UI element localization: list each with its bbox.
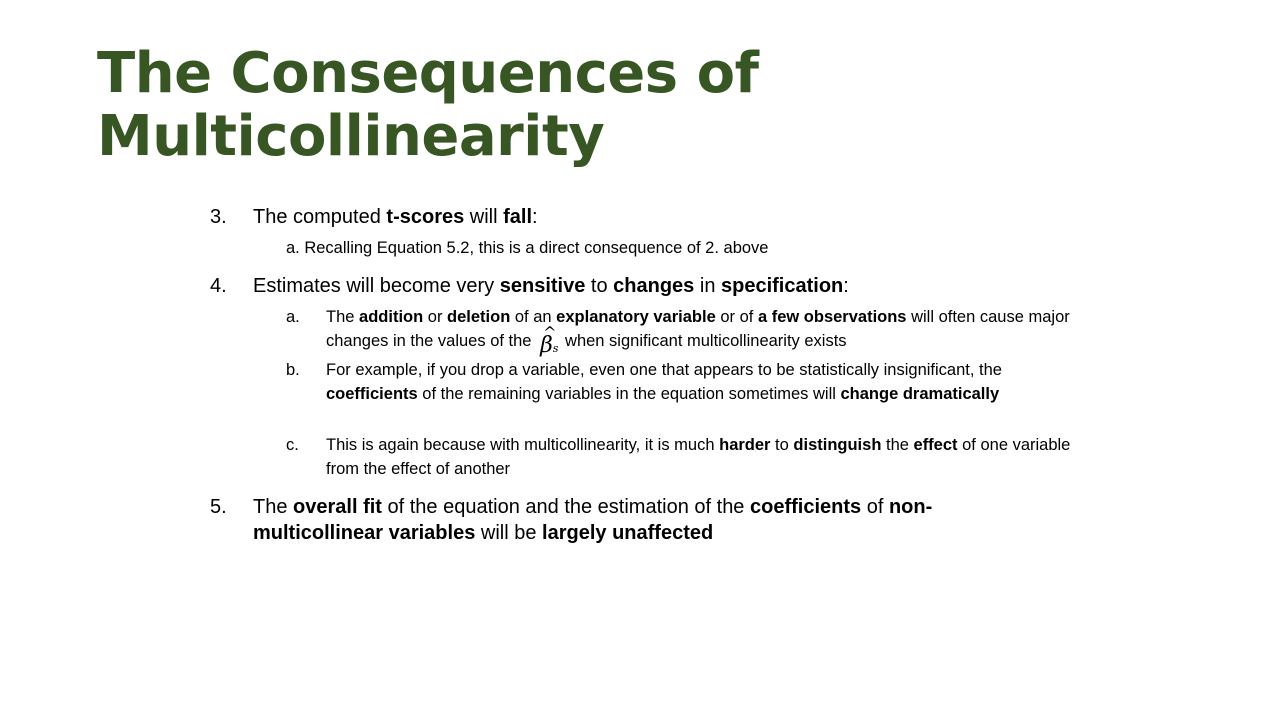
list-text: The computed t-scores will fall: [253, 206, 538, 228]
sub-text: This is again because with multicollinea… [326, 436, 1071, 478]
sub-letter: c. [286, 436, 299, 454]
sub-text: For example, if you drop a variable, eve… [326, 361, 1002, 403]
sub-item-3a: a. Recalling Equation 5.2, this is a dir… [286, 239, 769, 257]
list-number: 4. [210, 275, 227, 297]
sub-letter: b. [286, 361, 300, 379]
list-text: Estimates will become very sensitive to … [253, 275, 849, 297]
beta-hat-symbol: ^βs [540, 322, 559, 358]
sub-text: The addition or deletion of an explanato… [326, 308, 1070, 358]
list-number: 5. [210, 496, 227, 518]
list-text: The overall fit of the equation and the … [253, 496, 933, 544]
sub-letter: a. [286, 308, 300, 326]
list-number: 3. [210, 206, 227, 228]
slide-title: The Consequences of Multicollinearity [97, 41, 759, 169]
